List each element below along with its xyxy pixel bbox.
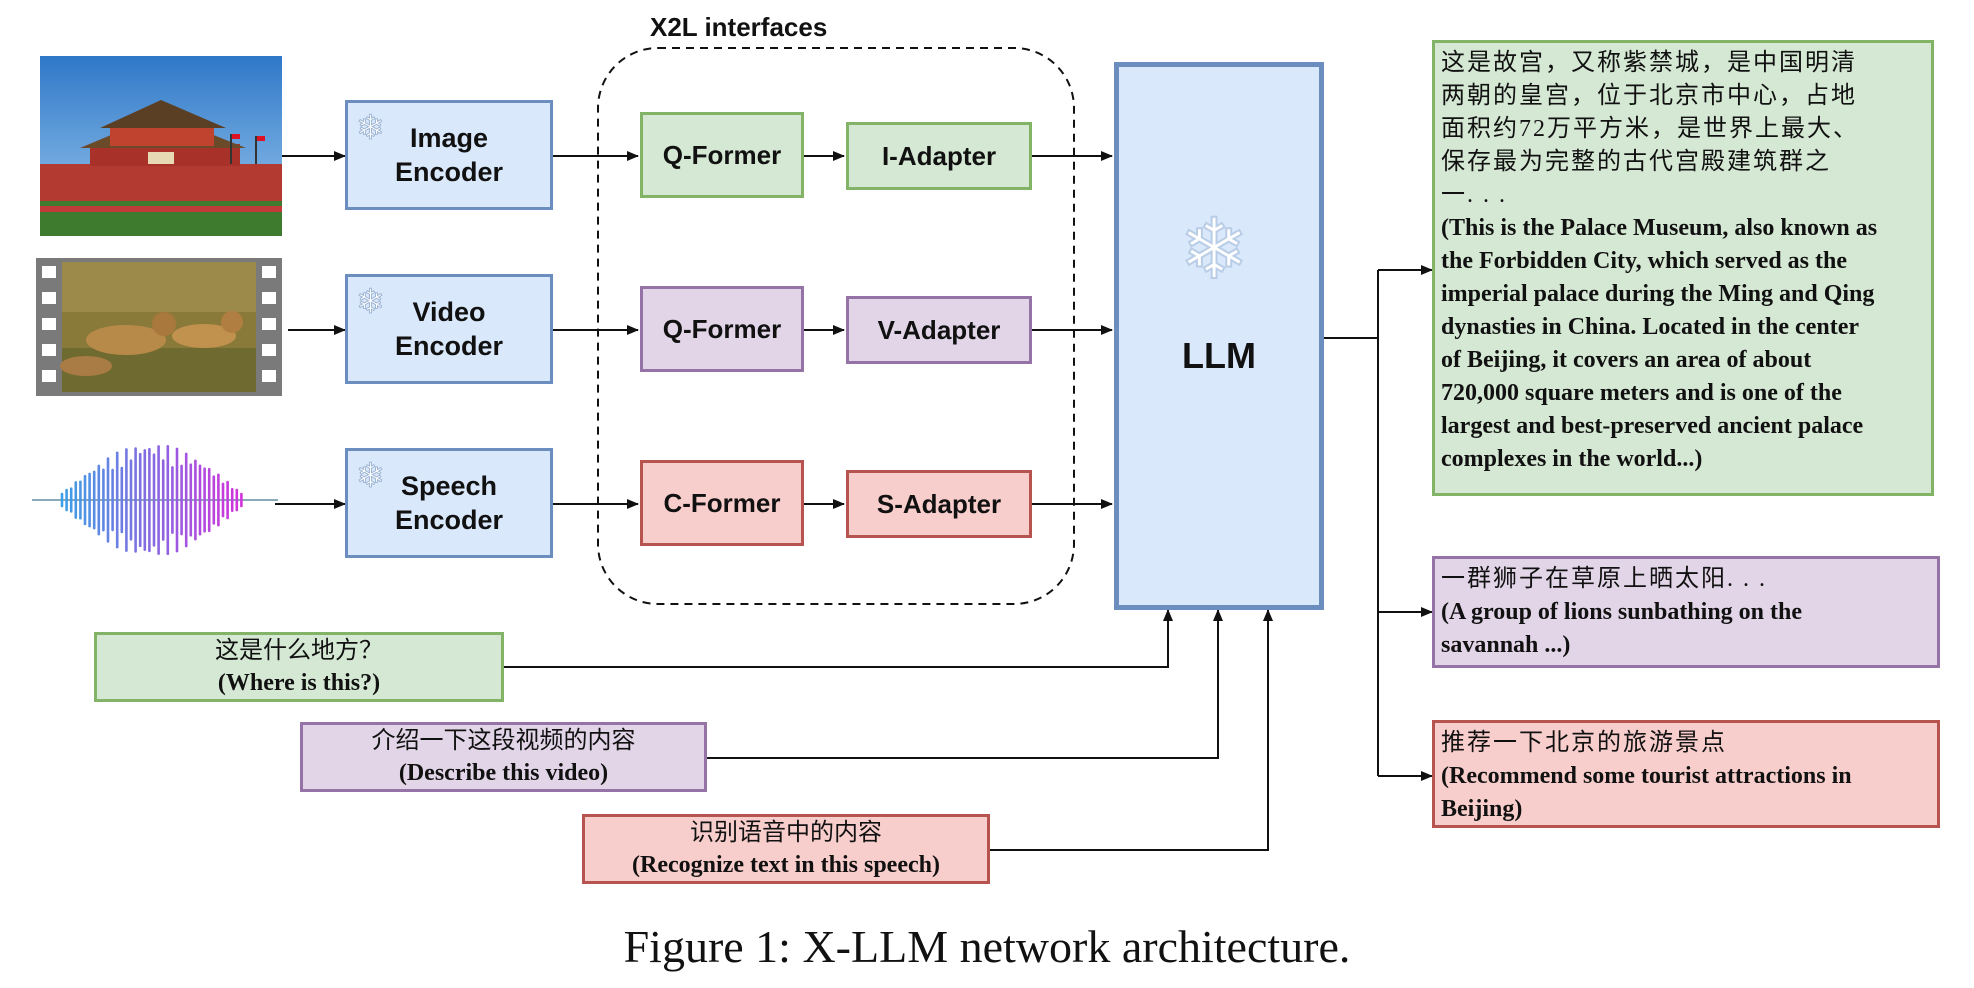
- video-adapter: V-Adapter: [846, 296, 1032, 364]
- video-prompt: 介绍一下这段视频的内容 (Describe this video): [300, 722, 707, 792]
- speech-output-en-2: Beijing): [1441, 796, 1523, 822]
- image-output-en-1: (This is the Palace Museum, also known a…: [1441, 215, 1878, 241]
- image-output-zh-1: 这是故宫，又称紫禁城，是中国明清: [1441, 50, 1857, 76]
- video-output-en-1: (A group of lions sunbathing on the: [1441, 599, 1803, 625]
- image-output-zh-4: 保存最为完整的古代宫殿建筑群之: [1441, 149, 1831, 175]
- image-prompt: 这是什么地方？ (Where is this?): [94, 632, 504, 702]
- video-encoder-label-line1: Video: [412, 297, 486, 327]
- video-prompt-zh: 介绍一下这段视频的内容: [371, 728, 636, 754]
- image-output-zh-5: 一. . .: [1441, 182, 1507, 208]
- video-output-zh-1: 一群狮子在草原上晒太阳. . .: [1441, 566, 1767, 592]
- image-encoder-label-line2: Encoder: [394, 157, 504, 187]
- image-output-zh-2: 两朝的皇宫，位于北京市中心，占地: [1441, 83, 1857, 109]
- llm-label: LLM: [1182, 335, 1256, 376]
- video-q-former: Q-Former: [640, 286, 804, 372]
- image-output-en-2: the Forbidden City, which served as the: [1441, 248, 1848, 274]
- lions-video-frame: [36, 258, 282, 396]
- figure-caption: Figure 1: X-LLM network architecture.: [623, 921, 1351, 972]
- image-output-en-7: largest and best-preserved ancient palac…: [1441, 413, 1864, 439]
- video-encoder: ❄ Video Encoder: [345, 274, 553, 384]
- video-prompt-en: (Describe this video): [398, 760, 609, 786]
- snowflake-icon: ❄: [356, 457, 385, 495]
- x2l-interfaces-label: X2L interfaces: [650, 12, 828, 42]
- image-prompt-zh: 这是什么地方？: [215, 638, 383, 664]
- image-prompt-en: (Where is this?): [217, 670, 381, 696]
- video-encoder-label-line2: Encoder: [394, 331, 504, 361]
- snowflake-icon: ❄: [356, 283, 385, 321]
- palace-image: [40, 56, 282, 236]
- speech-encoder-label-line1: Speech: [400, 471, 498, 501]
- image-output-zh-3: 面积约72万平方米，是世界上最大、: [1441, 116, 1859, 142]
- snowflake-icon: ❄: [1178, 202, 1250, 296]
- image-encoder-label-line1: Image: [409, 123, 489, 153]
- video-output: 一群狮子在草原上晒太阳. . . (A group of lions sunba…: [1432, 556, 1940, 668]
- snowflake-icon: ❄: [356, 109, 385, 147]
- speech-c-former: C-Former: [640, 460, 804, 546]
- speech-output-en-1: (Recommend some tourist attractions in: [1441, 763, 1852, 789]
- speech-encoder-label-line2: Encoder: [394, 505, 504, 535]
- image-output-en-5: of Beijing, it covers an area of about: [1441, 347, 1812, 373]
- speech-encoder: ❄ Speech Encoder: [345, 448, 553, 558]
- speech-prompt: 识别语音中的内容 (Recognize text in this speech): [582, 814, 990, 884]
- image-output-en-3: imperial palace during the Ming and Qing: [1441, 281, 1875, 307]
- image-adapter: I-Adapter: [846, 122, 1032, 190]
- image-q-former: Q-Former: [640, 112, 804, 198]
- speech-output: 推荐一下北京的旅游景点 (Recommend some tourist attr…: [1432, 720, 1940, 828]
- video-output-en-2: savannah ...): [1441, 632, 1571, 658]
- image-encoder: ❄ Image Encoder: [345, 100, 553, 210]
- image-output-en-6: 720,000 square meters and is one of the: [1441, 380, 1842, 406]
- speech-output-zh-1: 推荐一下北京的旅游景点: [1441, 730, 1727, 756]
- image-output-en-4: dynasties in China. Located in the cente…: [1441, 314, 1860, 340]
- llm-block: ❄ LLM: [1114, 62, 1324, 610]
- image-output-en-8: complexes in the world...): [1441, 446, 1703, 472]
- speech-prompt-zh: 识别语音中的内容: [690, 820, 882, 846]
- speech-waveform: [32, 440, 278, 560]
- image-output: 这是故宫，又称紫禁城，是中国明清 两朝的皇宫，位于北京市中心，占地 面积约72万…: [1432, 40, 1934, 496]
- speech-prompt-en: (Recognize text in this speech): [632, 852, 940, 878]
- speech-adapter: S-Adapter: [846, 470, 1032, 538]
